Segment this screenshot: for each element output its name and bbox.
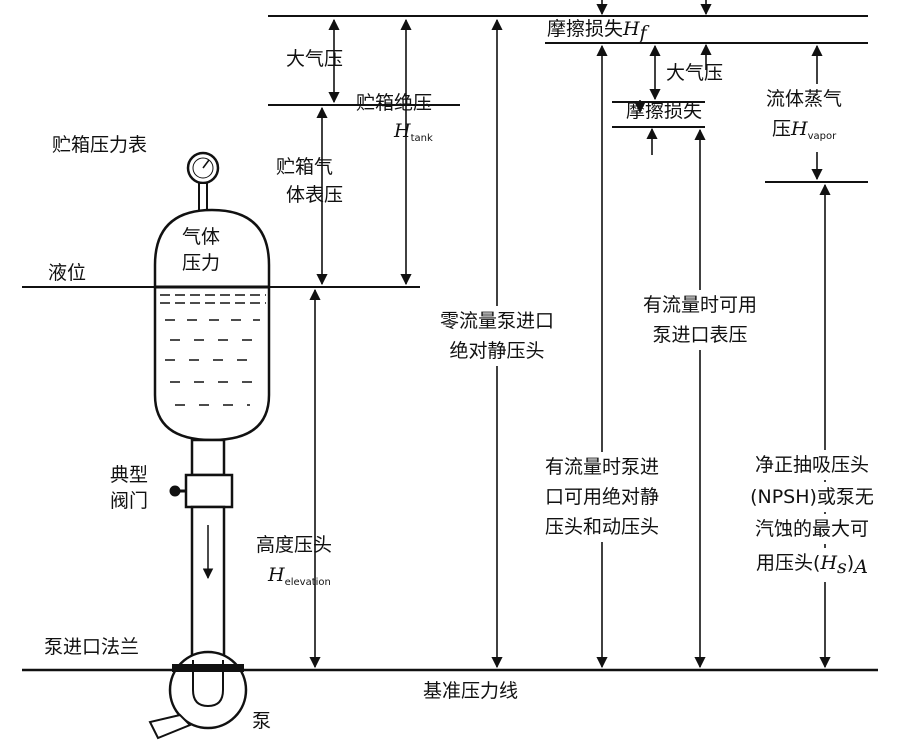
zero-flow-label-line1: 零流量泵进口 [437, 306, 557, 336]
tank-gas-gauge-label-line1: 贮箱气 [276, 156, 334, 178]
gas-pressure-label-line2: 压力 [182, 252, 221, 274]
flow-gauge-label-line1: 有流量时可用 [640, 290, 760, 320]
vapor-pressure-label-line1: 流体蒸气 [764, 84, 845, 114]
npsh-label-line4: 用压头(Hs)A [754, 548, 870, 582]
atmospheric-2-label: 大气压 [666, 62, 724, 84]
friction-loss-label: 摩擦损失 [626, 100, 703, 122]
vapor-pressure-label-line2: 压Hvapor [770, 114, 839, 152]
friction-ticks [596, 0, 712, 155]
tank [153, 208, 271, 442]
inlet-pipe [184, 438, 234, 659]
pressure-gauge-icon [186, 151, 220, 214]
typical-valve-label-line2: 阀门 [110, 490, 149, 512]
npsh-label-line2: (NPSH)或泵无 [748, 482, 876, 512]
typical-valve-label-line1: 典型 [110, 464, 149, 486]
tank-gas-gauge-label-line2: 体表压 [286, 184, 344, 206]
liquid-hatch [160, 294, 266, 406]
pump-inlet-flange-label: 泵进口法兰 [44, 636, 140, 658]
flow-absolute-label-line3: 压头和动压头 [542, 512, 662, 542]
elevation-head-label: 高度压头 [256, 534, 333, 556]
npsh-label-line1: 净正抽吸压头 [752, 450, 872, 480]
npsh-label-line3: 汽蚀的最大可 [752, 514, 872, 544]
flow-absolute-label-line2: 口可用绝对静 [542, 482, 662, 512]
gas-pressure-label-line1: 气体 [182, 226, 221, 248]
pump-icon [148, 650, 248, 740]
friction-loss-hf-label: 摩擦损失Hf [547, 18, 647, 44]
flow-gauge-label-line2: 泵进口表压 [650, 320, 750, 350]
pump-label: 泵 [252, 710, 272, 732]
valve-icon [169, 485, 186, 497]
datum-line-label: 基准压力线 [423, 680, 519, 702]
tank-absolute-label: 贮箱绝压 [356, 92, 433, 114]
zero-flow-label-line2: 绝对静压头 [447, 336, 547, 366]
flow-absolute-label-line1: 有流量时泵进 [542, 452, 662, 482]
h-tank-symbol: Htank [394, 120, 433, 144]
atmospheric-label: 大气压 [286, 48, 344, 70]
h-elevation-symbol: Helevation [268, 564, 331, 588]
tank-gauge-label: 贮箱压力表 [52, 134, 148, 156]
liquid-level-label: 液位 [48, 262, 87, 284]
